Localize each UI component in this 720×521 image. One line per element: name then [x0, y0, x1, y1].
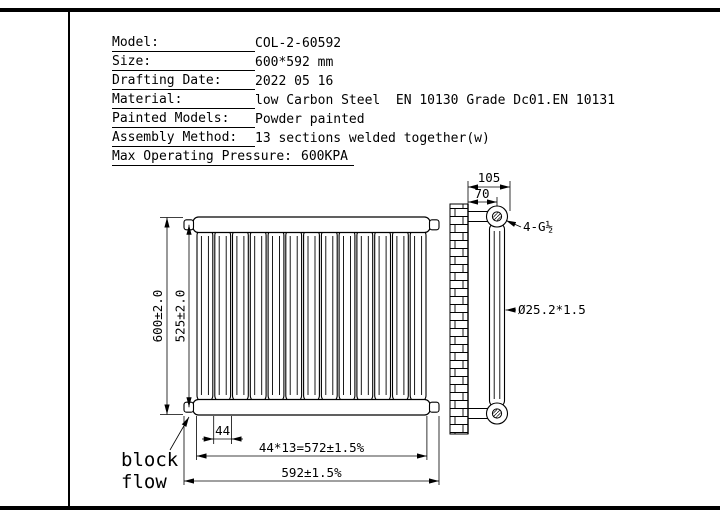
spec-label: Assembly Method: [112, 129, 255, 147]
thread-spec: 4-G½ [505, 219, 553, 234]
spec-row-size: Size: 600*592 mm [112, 52, 615, 71]
bushing-bottom-right [428, 401, 440, 413]
dim-width-overall-label: 592±1.5% [281, 465, 342, 480]
wall-brackets [468, 211, 488, 419]
dim-depth-overall-label: 105 [478, 170, 501, 185]
spec-value: 600*592 mm [255, 55, 334, 70]
top-connection-fitting [485, 205, 509, 228]
dim-height-overall-label: 600±2.0 [150, 290, 165, 343]
spec-row-drafting-date: Drafting Date: 2022 05 16 [112, 71, 615, 90]
radiator-bottom-header [192, 398, 431, 416]
dim-height-centers-label: 525±2.0 [173, 290, 188, 343]
tube-spec: Ø25.2*1.5 [505, 302, 586, 317]
tube-spec-label: Ø25.2*1.5 [518, 302, 586, 317]
flow-annotation-line1: block [121, 449, 179, 471]
spec-value: 600KPA [301, 148, 354, 166]
radiator-top-header [192, 216, 431, 234]
dim-height-centers: 525±2.0 [173, 224, 192, 408]
sheet-border-bottom [0, 506, 720, 510]
spec-row-painted-models: Painted Models: Powder painted [112, 109, 615, 128]
spec-row-assembly-method: Assembly Method: 13 sections welded toge… [112, 128, 615, 147]
dim-wall-to-center-label: 70 [474, 186, 489, 201]
radiator-sections [196, 228, 427, 403]
spec-label: Painted Models: [112, 110, 255, 128]
spec-value: 13 sections welded together(w) [255, 131, 490, 146]
dim-width-overall: 592±1.5% [183, 416, 440, 485]
flow-annotation: block flow [121, 416, 190, 493]
wall-section-hatch [449, 203, 469, 435]
bottom-connection-fitting [485, 402, 509, 425]
spec-value: low Carbon Steel EN 10130 Grade Dc01.EN … [255, 93, 616, 108]
thread-spec-label: 4-G½ [523, 219, 553, 234]
dim-section-pitch-label: 44 [215, 423, 230, 438]
spec-value: Powder painted [255, 112, 365, 127]
spec-row-model: Model: COL-2-60592 [112, 33, 615, 52]
dim-sections-total: 44*13=572±1.5% [196, 416, 428, 460]
front-view: 600±2.0 525±2.0 44 44*13=572±1.5% [121, 216, 440, 493]
side-view: 105 70 4-G½ Ø25.2*1.5 [449, 170, 586, 435]
spec-label: Material: [112, 91, 255, 109]
spec-row-material: Material: low Carbon Steel EN 10130 Grad… [112, 90, 615, 109]
spec-table: Model: COL-2-60592 Size: 600*592 mm Draf… [112, 33, 615, 166]
spec-label: Model: [112, 34, 255, 52]
dim-section-pitch: 44 [202, 416, 243, 444]
side-column-tube [488, 222, 506, 408]
spec-label: Max Operating Pressure: [112, 148, 302, 166]
sheet-border-left [68, 8, 70, 510]
dim-depth-overall: 105 [467, 170, 511, 211]
dim-wall-to-center: 70 [468, 186, 498, 206]
spec-value: COL-2-60592 [255, 36, 342, 51]
dim-height-overall: 600±2.0 [150, 217, 183, 415]
spec-label: Size: [112, 53, 255, 71]
spec-label: Drafting Date: [112, 72, 255, 90]
spec-row-max-pressure: Max Operating Pressure: 600KPA [112, 147, 615, 166]
bushing-top-right [428, 219, 440, 231]
dim-sections-total-label: 44*13=572±1.5% [259, 440, 365, 455]
sheet-border-top [0, 8, 720, 12]
flow-annotation-line2: flow [121, 471, 167, 493]
spec-value: 2022 05 16 [255, 74, 334, 89]
